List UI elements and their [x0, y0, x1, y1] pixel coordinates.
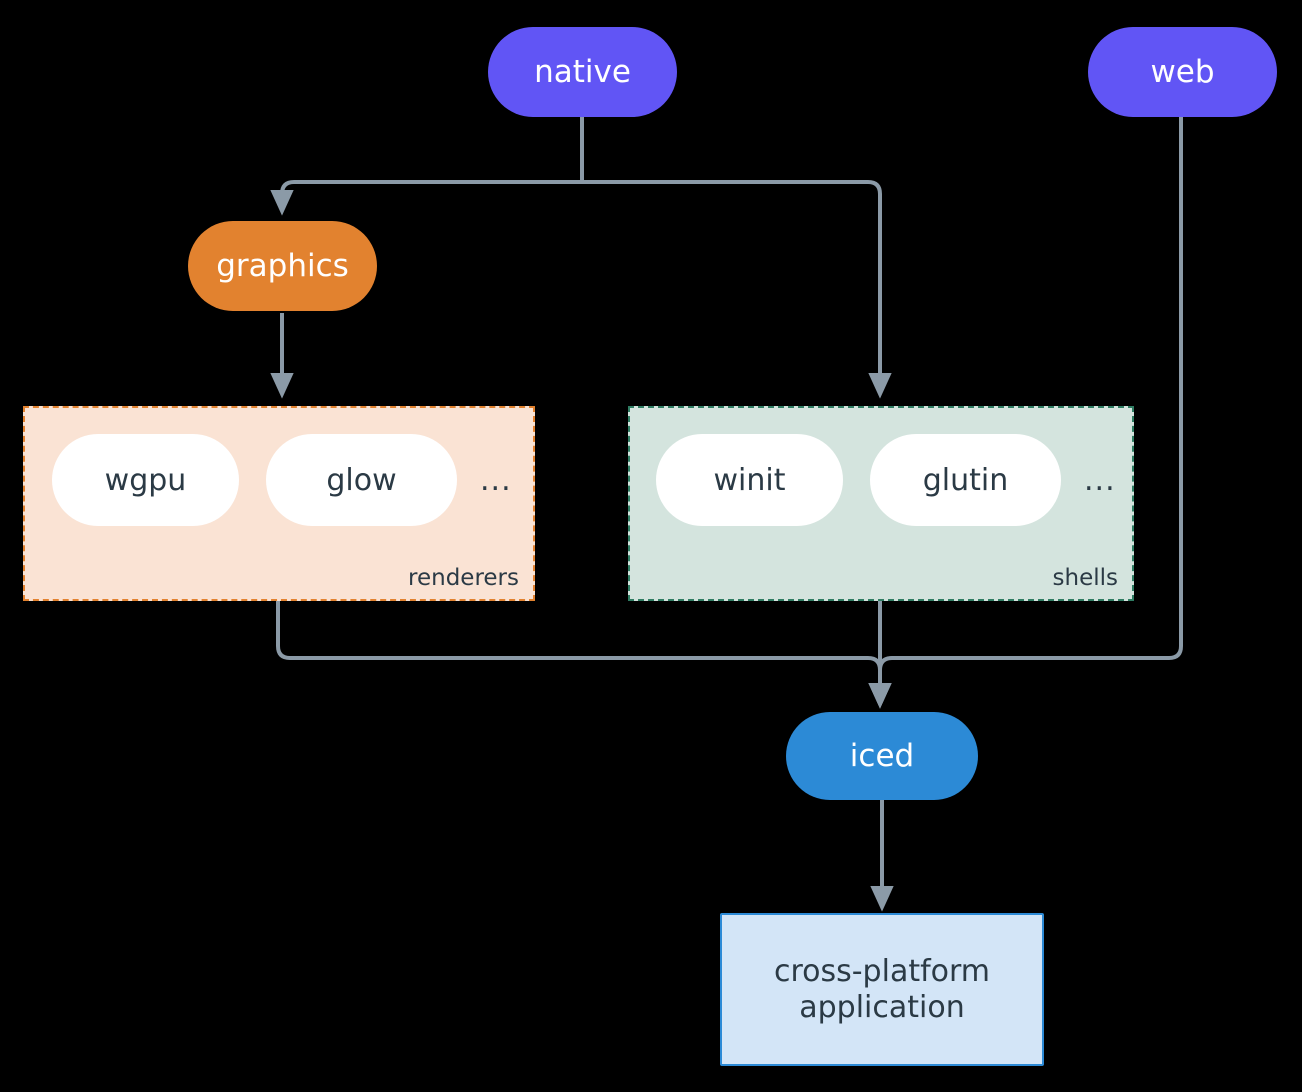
node-web[interactable]: web	[1088, 27, 1277, 117]
node-graphics[interactable]: graphics	[188, 221, 377, 311]
node-iced[interactable]: iced	[786, 712, 978, 800]
edge-native-shells	[582, 180, 892, 399]
edge-native-graphics	[270, 180, 582, 216]
shells-more-indicator: ...	[1084, 463, 1116, 498]
group-renderers: wgpu glow ... renderers	[23, 406, 535, 601]
pill-wgpu-label: wgpu	[104, 462, 187, 498]
pill-glow-label: glow	[326, 462, 397, 498]
node-graphics-label: graphics	[216, 247, 349, 284]
group-shells-label: shells	[1052, 565, 1118, 591]
node-iced-label: iced	[849, 737, 915, 774]
group-shells: winit glutin ... shells	[628, 406, 1134, 601]
node-application-line2: application	[799, 989, 965, 1025]
renderers-more-indicator: ...	[480, 463, 512, 498]
pill-glow[interactable]: glow	[266, 434, 457, 526]
pill-winit[interactable]: winit	[656, 434, 843, 526]
node-native-label: native	[534, 53, 631, 90]
pill-glutin[interactable]: glutin	[870, 434, 1061, 526]
node-native[interactable]: native	[488, 27, 677, 117]
pill-winit-label: winit	[713, 462, 786, 498]
group-renderers-label: renderers	[408, 565, 519, 591]
node-web-label: web	[1150, 53, 1215, 90]
node-application-line1: cross-platform	[773, 954, 991, 990]
pill-glutin-label: glutin	[922, 462, 1009, 498]
edge-renderers-iced	[276, 601, 892, 709]
pill-wgpu[interactable]: wgpu	[52, 434, 239, 526]
node-application[interactable]: cross-platform application	[720, 913, 1044, 1066]
